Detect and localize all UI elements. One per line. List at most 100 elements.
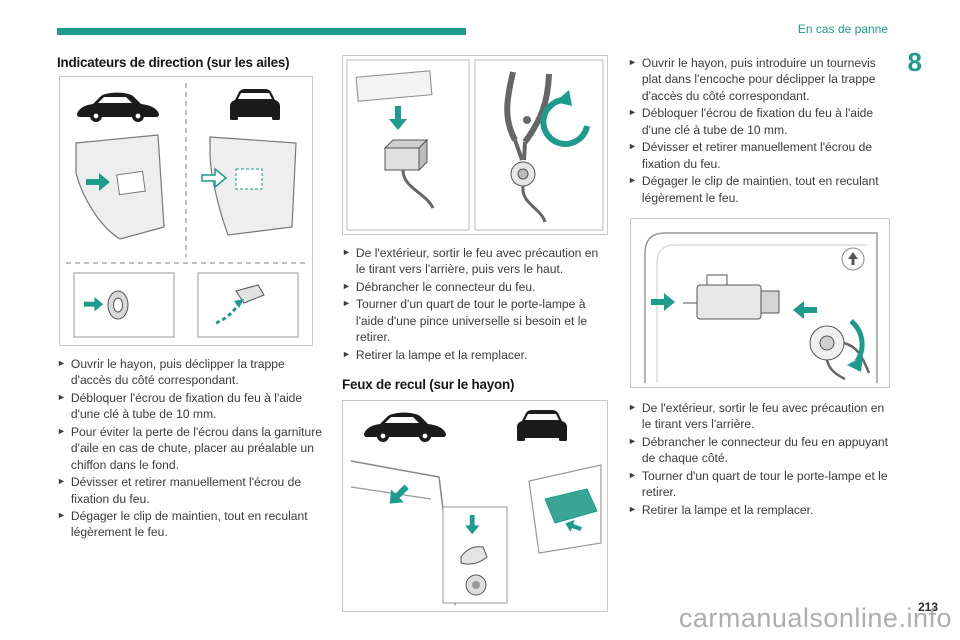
bullet-arrow-icon: ► — [342, 247, 351, 257]
figure-direction-indicators — [59, 76, 313, 346]
car-side-icon — [364, 412, 446, 443]
instruction-text: Dégager le clip de maintien, tout en rec… — [70, 508, 308, 540]
instruction-text: Débloquer l'écrou de fixation du feu à l… — [70, 390, 303, 422]
reversing-lights-illustration — [350, 410, 602, 606]
column-right: ► Ouvrir le hayon, puis introduire un tou… — [628, 55, 894, 519]
instruction-text: Ouvrir le hayon, puis déclipper la trapp… — [70, 357, 285, 388]
bullet-arrow-icon: ► — [628, 107, 637, 118]
pliers-icon — [504, 71, 552, 161]
bullet-arrow-icon: ► — [628, 469, 637, 480]
column-left: Indicateurs de direction (sur les ailes) — [57, 55, 323, 542]
car-rear-icon — [230, 89, 280, 120]
instruction-bullet: ► Dévisser et retirer manuellement l'écro… — [628, 139, 894, 172]
instruction-text: Débrancher le connecteur du feu. — [355, 279, 536, 294]
car-side-icon — [77, 92, 159, 122]
bulb-holder-pliers-illustration — [346, 59, 604, 231]
subpanel-right — [474, 59, 604, 231]
bullet-arrow-icon: ► — [342, 280, 351, 291]
instruction-bullet: ►Débloquer l'écrou de fixation du feu à … — [57, 390, 323, 423]
teal-arrow-left-icon — [793, 300, 817, 319]
bullet-arrow-icon: ► — [628, 435, 637, 446]
instruction-text: Dévisser et retirer manuellement l'écrou… — [641, 140, 873, 171]
figure-clip-and-socket — [630, 217, 890, 388]
instruction-bullet: ►Retirer la lampe et la remplacer. — [628, 502, 894, 518]
bullet-arrow-icon: ► — [628, 503, 637, 514]
clip-socket-illustration — [644, 232, 878, 383]
watermark: carmanualsonline.info — [678, 603, 952, 633]
access-flap-right — [235, 168, 263, 190]
section-label: En cas de panne — [797, 22, 888, 36]
instruction-bullet: ► Ouvrir le hayon, puis déclipper la trap… — [57, 356, 323, 389]
bullet-arrow-icon: ► — [628, 175, 637, 186]
teal-rotate-arrow — [540, 96, 590, 147]
instruction-text: Débrancher le connecteur du feu en appuy… — [641, 434, 889, 466]
figure-bulb-holder-pliers — [342, 55, 608, 235]
housing-inner-line — [656, 244, 867, 383]
retaining-clip-icon — [460, 546, 488, 565]
tailgate-panel-right — [528, 464, 602, 554]
instruction-text: Tourner d'un quart de tour le porte-lamp… — [641, 468, 888, 500]
chapter-number: 8 — [907, 47, 922, 77]
bullet-arrow-icon: ► — [57, 358, 66, 368]
instruction-text: Ouvrir le hayon, puis introduire un tour… — [641, 56, 876, 103]
teal-dashed-arrow — [215, 304, 240, 325]
column-middle: ► De l'extérieur, sortir le feu avec préc… — [342, 55, 608, 613]
instruction-bullet: ► Tourner d'un quart de tour le porte-lam… — [342, 296, 608, 345]
instruction-text: De l'extérieur, sortir le feu avec préca… — [355, 246, 599, 277]
instruction-text: Retirer la lampe et la remplacer. — [355, 347, 528, 362]
bullet-arrow-icon: ► — [342, 298, 351, 309]
retaining-clip-icon — [235, 284, 265, 304]
bulb-holder-icon — [383, 138, 429, 172]
instruction-bullet: ► De l'extérieur, sortir le feu avec préc… — [628, 400, 894, 433]
lamp-housing-outline — [644, 232, 878, 383]
pliers-pivot — [523, 116, 531, 124]
instruction-text: Dévisser et retirer manuellement l'écrou… — [70, 475, 302, 506]
instruction-text: Tourner d'un quart de tour le porte-lamp… — [355, 297, 588, 345]
instruction-text: Pour éviter la perte de l'écrou dans la … — [70, 424, 322, 472]
access-flap-left — [116, 170, 146, 196]
header-accent-bar — [57, 28, 466, 35]
access-flap-highlight — [544, 488, 598, 524]
instructions-direction: ► Ouvrir le hayon, puis déclipper la trap… — [57, 356, 323, 541]
instruction-bullet: ► Dégager le clip de maintien, tout en re… — [57, 508, 323, 541]
instruction-bullet: ► Tourner d'un quart de tour le porte-lam… — [628, 468, 894, 501]
instruction-bullet: ► Débloquer l'écrou de fixation du feu à … — [628, 105, 894, 138]
wiring-cable — [825, 359, 846, 381]
instruction-text: De l'extérieur, sortir le feu avec préca… — [641, 400, 885, 432]
bullet-arrow-icon: ► — [57, 425, 66, 436]
instruction-bullet: ► De l'extérieur, sortir le feu avec préc… — [342, 245, 608, 278]
detail-inset-clip — [197, 272, 299, 338]
instruction-bullet: ► Débrancher le connecteur du feu en appu… — [628, 434, 894, 467]
bullet-arrow-icon: ► — [57, 509, 66, 520]
retaining-clip-assembly — [683, 274, 780, 320]
direction-indicators-illustration — [66, 83, 306, 338]
car-rear-icon — [517, 410, 567, 442]
figure-reversing-lights — [342, 400, 608, 613]
access-flap — [355, 70, 433, 102]
bullet-arrow-icon: ► — [628, 141, 637, 152]
instruction-bullet: ► Débrancher le connecteur du feu. — [342, 279, 608, 295]
instruction-bullet: ► Dévisser et retirer manuellement l'écro… — [57, 474, 323, 507]
bullet-arrow-icon: ► — [628, 57, 637, 67]
instruction-text: Débloquer l'écrou de fixation du feu à l… — [641, 106, 874, 137]
instruction-bullet: ► Dégager le clip de maintien, tout en re… — [628, 173, 894, 206]
heading-direction-indicators: Indicateurs de direction (sur les ailes) — [57, 55, 290, 70]
instructions-removal: ► De l'extérieur, sortir le feu avec préc… — [342, 245, 608, 363]
tailgate-edge — [350, 460, 456, 606]
page-number: 213 — [917, 600, 938, 614]
instruction-bullet: ► Pour éviter la perte de l'écrou dans la… — [57, 424, 323, 473]
instruction-text: Dégager le clip de maintien, tout en rec… — [641, 174, 879, 205]
teal-rotate-arrow — [849, 318, 865, 363]
bullet-arrow-icon: ► — [628, 401, 637, 412]
wiring-cable — [401, 169, 435, 209]
bullet-arrow-icon: ► — [57, 476, 66, 487]
instructions-lamp-replacement: ► De l'extérieur, sortir le feu avec préc… — [628, 400, 894, 518]
instructions-tailgate-access: ► Ouvrir le hayon, puis introduire un tou… — [628, 55, 894, 206]
instruction-bullet: ► Ouvrir le hayon, puis introduire un tou… — [628, 55, 894, 104]
bullet-arrow-icon: ► — [342, 348, 351, 359]
instruction-bullet: ► Retirer la lampe et la remplacer. — [342, 347, 608, 363]
teal-arrow-icon — [651, 292, 675, 311]
wiring-cable — [521, 185, 547, 223]
heading-reversing-lights: Feux de recul (sur le hayon) — [342, 377, 515, 393]
